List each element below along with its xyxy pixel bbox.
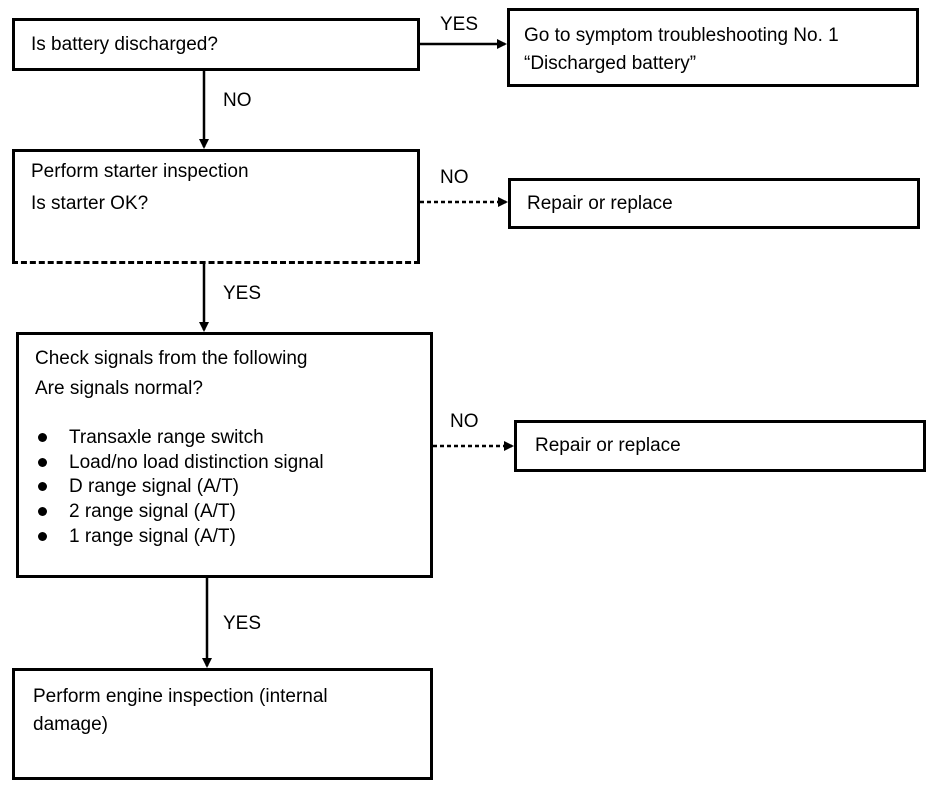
signal-list-item: 2 range signal (A/T) [35, 500, 414, 525]
signal-list-item: 1 range signal (A/T) [35, 525, 414, 550]
signal-list-item: Load/no load distinction signal [35, 451, 414, 476]
edge-label-signals-yes: YES [223, 613, 262, 634]
signal-list-item: D range signal (A/T) [35, 475, 414, 500]
edge-label-signals-no: NO [450, 411, 479, 432]
signal-list: Transaxle range switch Load/no load dist… [35, 426, 414, 549]
node-text: damage) [33, 713, 108, 735]
bullet-icon [38, 433, 47, 443]
node-battery-question: Is battery discharged? [12, 18, 420, 71]
edge-label-battery-yes: YES [440, 14, 479, 35]
node-repair-replace-1: Repair or replace [508, 178, 920, 229]
bullet-icon [38, 531, 47, 541]
node-check-signals: Check signals from the following Are sig… [16, 332, 433, 578]
node-text: Repair or replace [535, 435, 681, 456]
node-text: Is starter OK? [31, 192, 149, 214]
edge-label-starter-no: NO [440, 167, 469, 188]
node-text: Are signals normal? [35, 377, 203, 399]
node-engine-inspection: Perform engine inspection (internal dama… [12, 668, 433, 780]
node-text: Check signals from the following [35, 348, 308, 369]
bullet-icon [38, 457, 47, 467]
node-text: Is battery discharged? [31, 34, 218, 55]
node-text: “Discharged battery” [524, 52, 697, 74]
bullet-icon [38, 507, 47, 517]
node-text: Repair or replace [527, 193, 673, 214]
signal-list-item: Transaxle range switch [35, 426, 414, 451]
edge-label-battery-no: NO [223, 90, 252, 111]
node-starter-inspection: Perform starter inspection Is starter OK… [12, 149, 420, 264]
node-text: Perform engine inspection (internal [33, 686, 328, 707]
node-text: Go to symptom troubleshooting No. 1 [524, 25, 839, 46]
edge-label-starter-yes: YES [223, 283, 262, 304]
node-goto-symptom: Go to symptom troubleshooting No. 1 “Dis… [507, 8, 919, 87]
node-repair-replace-2: Repair or replace [514, 420, 926, 472]
node-text: Perform starter inspection [31, 161, 249, 182]
bullet-icon [38, 482, 47, 492]
